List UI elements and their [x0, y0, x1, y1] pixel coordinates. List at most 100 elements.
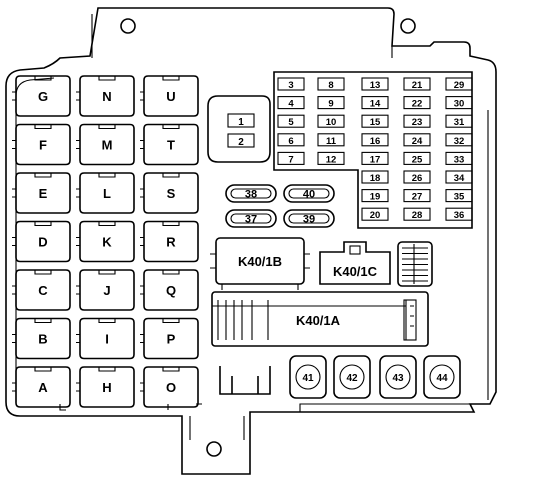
- relay-label: H: [102, 380, 111, 395]
- relay-u[interactable]: U: [140, 75, 199, 117]
- fuse-38[interactable]: 38: [225, 184, 277, 203]
- fuse-33[interactable]: 33: [445, 151, 473, 165]
- relay-label: G: [38, 89, 48, 104]
- relay-a[interactable]: A: [12, 366, 71, 408]
- fuse-34[interactable]: 34: [445, 170, 473, 184]
- connector-k40-1c-label: K40/1C: [333, 264, 378, 279]
- fuse-21[interactable]: 21: [403, 77, 431, 91]
- relay-label: N: [102, 89, 111, 104]
- fuse-28[interactable]: 28: [403, 207, 431, 221]
- fuse-5[interactable]: 5: [277, 114, 305, 128]
- relay-f[interactable]: F: [12, 123, 71, 166]
- relay-o[interactable]: O: [140, 366, 199, 408]
- fuse-label: 24: [412, 136, 423, 147]
- fuse-7[interactable]: 7: [277, 151, 305, 165]
- fuse-label: 37: [245, 214, 257, 226]
- fuse-25[interactable]: 25: [403, 151, 431, 165]
- fuse-26[interactable]: 26: [403, 170, 431, 184]
- relay-i[interactable]: I: [76, 317, 135, 360]
- housing-marks: [59, 403, 202, 411]
- fuse-19[interactable]: 19: [361, 189, 389, 203]
- fuse-32[interactable]: 32: [445, 133, 473, 147]
- fuse-label: 13: [370, 80, 381, 91]
- relay-b[interactable]: B: [12, 317, 71, 360]
- fuse-27[interactable]: 27: [403, 189, 431, 203]
- connector-k40-1b[interactable]: K40/1B: [210, 237, 310, 290]
- fuse-41[interactable]: 41: [289, 355, 327, 399]
- relay-label: M: [102, 138, 113, 153]
- fuse-36[interactable]: 36: [445, 207, 473, 221]
- fuse-label: 38: [245, 189, 257, 201]
- fuse-23[interactable]: 23: [403, 114, 431, 128]
- fuse-label: 6: [288, 136, 293, 147]
- fuse-11[interactable]: 11: [317, 133, 345, 147]
- fuse-label: 44: [436, 373, 448, 384]
- relay-q[interactable]: Q: [140, 269, 199, 311]
- relay-n[interactable]: N: [76, 75, 135, 117]
- fuse-label: 31: [454, 117, 465, 128]
- fuse-1[interactable]: 1: [227, 113, 255, 128]
- fuse-4[interactable]: 4: [277, 96, 305, 110]
- fuse-label: 4: [288, 99, 294, 110]
- fuse-6[interactable]: 6: [277, 133, 305, 147]
- fuse-label: 19: [370, 192, 381, 203]
- relay-label: S: [167, 186, 176, 201]
- relay-s[interactable]: S: [140, 172, 199, 214]
- fuse-13[interactable]: 13: [361, 77, 389, 91]
- relay-label: U: [166, 89, 175, 104]
- mounting-hole-top-left: [120, 18, 136, 34]
- fuse-label: 30: [454, 99, 465, 110]
- fuse-24[interactable]: 24: [403, 133, 431, 147]
- fuse-42[interactable]: 42: [333, 355, 371, 399]
- relay-r[interactable]: R: [140, 220, 199, 263]
- relay-p[interactable]: P: [140, 317, 199, 360]
- relay-l[interactable]: L: [76, 172, 135, 214]
- fuse-12[interactable]: 12: [317, 151, 345, 165]
- connector-k40-1a[interactable]: K40/1A: [211, 291, 429, 347]
- fuse-label: 43: [392, 373, 404, 384]
- fuse-16[interactable]: 16: [361, 133, 389, 147]
- mounting-hole-top-right: [400, 18, 416, 34]
- square-fuse-group: 12: [227, 113, 255, 148]
- fuse-15[interactable]: 15: [361, 114, 389, 128]
- fuse-30[interactable]: 30: [445, 96, 473, 110]
- fuse-37[interactable]: 37: [225, 209, 277, 228]
- relay-j[interactable]: J: [76, 269, 135, 311]
- fuse-label: 39: [303, 214, 315, 226]
- relay-label: R: [166, 235, 176, 250]
- fuse-44[interactable]: 44: [423, 355, 461, 399]
- fuse-22[interactable]: 22: [403, 96, 431, 110]
- fuse-40[interactable]: 40: [283, 184, 335, 203]
- fuse-label: 21: [412, 80, 423, 91]
- square-fuse-housing: [207, 95, 271, 163]
- fuse-20[interactable]: 20: [361, 207, 389, 221]
- fuse-label: 22: [412, 99, 423, 110]
- relay-h[interactable]: H: [76, 366, 135, 408]
- relay-label: E: [39, 186, 48, 201]
- fuse-17[interactable]: 17: [361, 151, 389, 165]
- relay-m[interactable]: M: [76, 123, 135, 166]
- fuse-3[interactable]: 3: [277, 77, 305, 91]
- fuse-8[interactable]: 8: [317, 77, 345, 91]
- fuse-39[interactable]: 39: [283, 209, 335, 228]
- fuse-31[interactable]: 31: [445, 114, 473, 128]
- relay-c[interactable]: C: [12, 269, 71, 311]
- fuse-18[interactable]: 18: [361, 170, 389, 184]
- fuse-9[interactable]: 9: [317, 96, 345, 110]
- fuse-2[interactable]: 2: [227, 133, 255, 148]
- fuse-14[interactable]: 14: [361, 96, 389, 110]
- connector-k40-1c[interactable]: K40/1C: [319, 241, 391, 285]
- pin-connector-block: [397, 241, 433, 287]
- fuse-10[interactable]: 10: [317, 114, 345, 128]
- relay-e[interactable]: E: [12, 172, 71, 214]
- fuse-29[interactable]: 29: [445, 77, 473, 91]
- bottom-bracket: [189, 403, 480, 440]
- relay-k[interactable]: K: [76, 220, 135, 263]
- relay-d[interactable]: D: [12, 220, 71, 263]
- relay-t[interactable]: T: [140, 123, 199, 166]
- relay-g[interactable]: G: [12, 75, 71, 117]
- relay-label: I: [105, 332, 109, 347]
- fuse-43[interactable]: 43: [379, 355, 417, 399]
- fuse-35[interactable]: 35: [445, 189, 473, 203]
